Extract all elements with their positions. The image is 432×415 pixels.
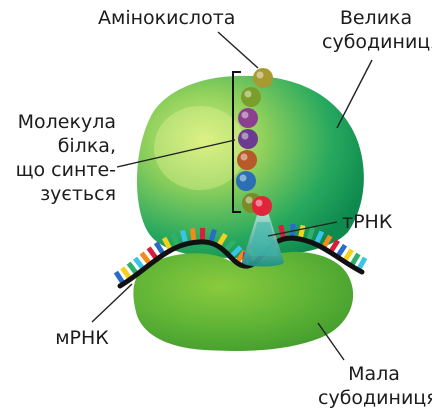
amino-acid-bead [238, 129, 258, 149]
amino-acid-bead-highlight [256, 200, 263, 207]
amino-acid-bead-highlight [242, 133, 249, 140]
mrna-nucleotide [200, 228, 205, 240]
amino-acid-bead-highlight [242, 112, 249, 119]
leader-amino-acid [218, 32, 258, 68]
amino-acid-bead-highlight [257, 72, 264, 79]
label-protein: Молекула білка, що синте- зується [2, 110, 116, 206]
amino-acid-bead [252, 196, 272, 216]
label-large-subunit: Велика субодиниця [322, 6, 430, 54]
label-protein-line2: білка, [2, 134, 116, 158]
amino-acid-bead [253, 68, 273, 88]
label-large-subunit-line1: Велика [322, 6, 430, 30]
amino-acid-bead [236, 171, 256, 191]
label-mrna: мРНК [40, 326, 124, 350]
amino-acid-bead [238, 108, 258, 128]
amino-acid-bead [241, 87, 261, 107]
amino-acid-bead-highlight [246, 197, 253, 204]
amino-acid-bead-highlight [241, 154, 248, 161]
label-protein-line4: зується [2, 182, 116, 206]
leader-mrna [92, 284, 132, 322]
label-protein-line3: що синте- [2, 158, 116, 182]
label-trna: тРНК [342, 210, 422, 234]
leader-large-subunit [337, 60, 372, 128]
label-protein-line1: Молекула [2, 110, 116, 134]
label-small-subunit-line2: субодиниця [318, 386, 430, 410]
amino-acid-bead-highlight [245, 91, 252, 98]
amino-acid-bead [237, 150, 257, 170]
label-amino-acid: Амінокислота [98, 6, 224, 30]
label-small-subunit: Мала субодиниця [318, 362, 430, 410]
label-small-subunit-line1: Мала [318, 362, 430, 386]
label-large-subunit-line2: субодиниця [322, 30, 430, 54]
amino-acid-bead-highlight [240, 175, 247, 182]
